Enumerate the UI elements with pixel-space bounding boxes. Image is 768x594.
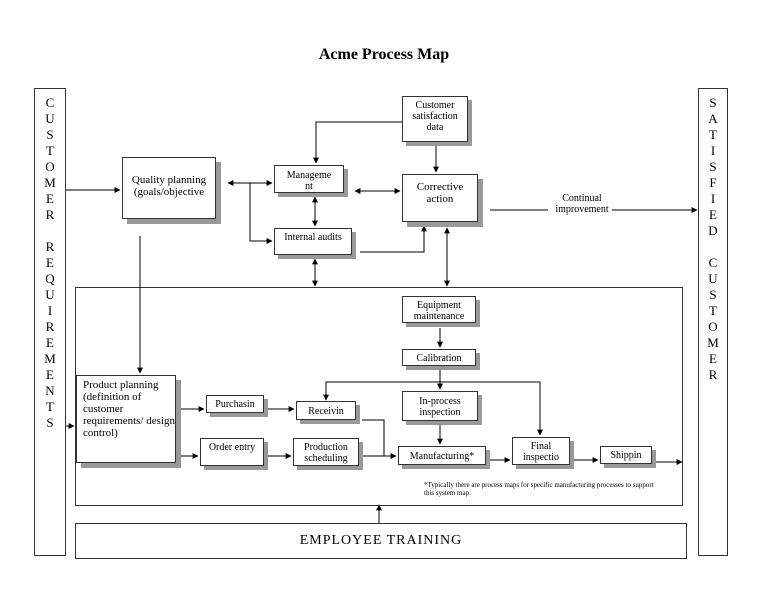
corrective-action-box: Corrective action [402,174,478,222]
satisfied-customer-letter: E [709,351,717,366]
satisfied-customer-letter: S [709,159,717,174]
customer-requirements-letter: R [45,239,55,254]
satisfied-customer-letter: R [708,367,718,382]
diagram-title: Acme Process Map [318,46,450,63]
customer-requirements-letter: E [46,255,54,270]
customer-requirements-letter: T [46,143,54,158]
customer-requirements-letter: M [44,351,56,366]
in-process-inspection-box: In-process inspection [402,391,478,421]
satisfied-customer-letter: F [709,175,717,190]
production-scheduling-box: Production scheduling [293,438,359,466]
satisfied-customer-letter: T [709,127,717,142]
equipment-maintenance-box: Equipment maintenance [402,296,476,323]
customer-requirements-letter: Q [45,271,55,286]
order-entry-box: Order entry [200,438,264,466]
customer-requirements-letter: N [45,383,55,398]
receiving-box: Receivin [296,401,356,420]
customer-requirements-letter: O [45,159,55,174]
customer-satisfaction-data-box: Customer satisfaction data [402,96,468,142]
calibration-box: Calibration [402,349,476,366]
customer-requirements-letter: E [46,335,54,350]
employee-training-label: EMPLOYEE TRAINING [299,533,463,548]
satisfied-customer-letter: T [709,303,717,318]
satisfied-customer-letter: C [708,255,718,270]
customer-requirements-letter: C [45,95,55,110]
satisfied-customer-letter: A [708,111,718,126]
customer-requirements-letter: M [44,175,56,190]
footnote: *Typically there are process maps for sp… [424,481,654,497]
continual-improvement-label: Continual improvement [555,193,609,215]
product-planning-box: Product planning (definition of customer… [76,375,176,463]
customer-requirements-letter: S [46,415,54,430]
customer-requirements-letter: U [45,287,55,302]
manufacturing-box: Manufacturing* [398,446,486,465]
satisfied-customer-letter: U [708,271,718,286]
internal-audits-box: Internal audits [274,228,352,255]
customer-requirements-letter: E [46,367,54,382]
satisfied-customer-letter: S [709,95,717,110]
employee-training-bar: EMPLOYEE TRAINING [75,523,687,559]
shipping-box: Shippin [600,446,652,464]
customer-requirements-letter: S [46,127,54,142]
satisfied-customer-letter: S [709,287,717,302]
customer-requirements-letter: I [47,303,53,318]
satisfied-customer-letter: I [710,191,716,206]
customer-requirements-letter: U [45,111,55,126]
satisfied-customer-letter: E [709,207,717,222]
customer-requirements-letter: E [46,191,54,206]
final-inspection-box: Final inspectio [512,437,570,465]
quality-planning-box: Quality planning (goals/objective [122,157,216,219]
management-box: Manageme nt [274,165,344,193]
satisfied-customer-letter: O [708,319,718,334]
purchasing-box: Purchasin [206,395,264,413]
satisfied-customer-letter: D [708,223,718,238]
customer-requirements-letter: R [45,207,55,222]
customer-requirements-letter: R [45,319,55,334]
satisfied-customer-letter: I [710,143,716,158]
satisfied-customer-letter: M [707,335,719,350]
customer-requirements-letter: T [46,399,54,414]
